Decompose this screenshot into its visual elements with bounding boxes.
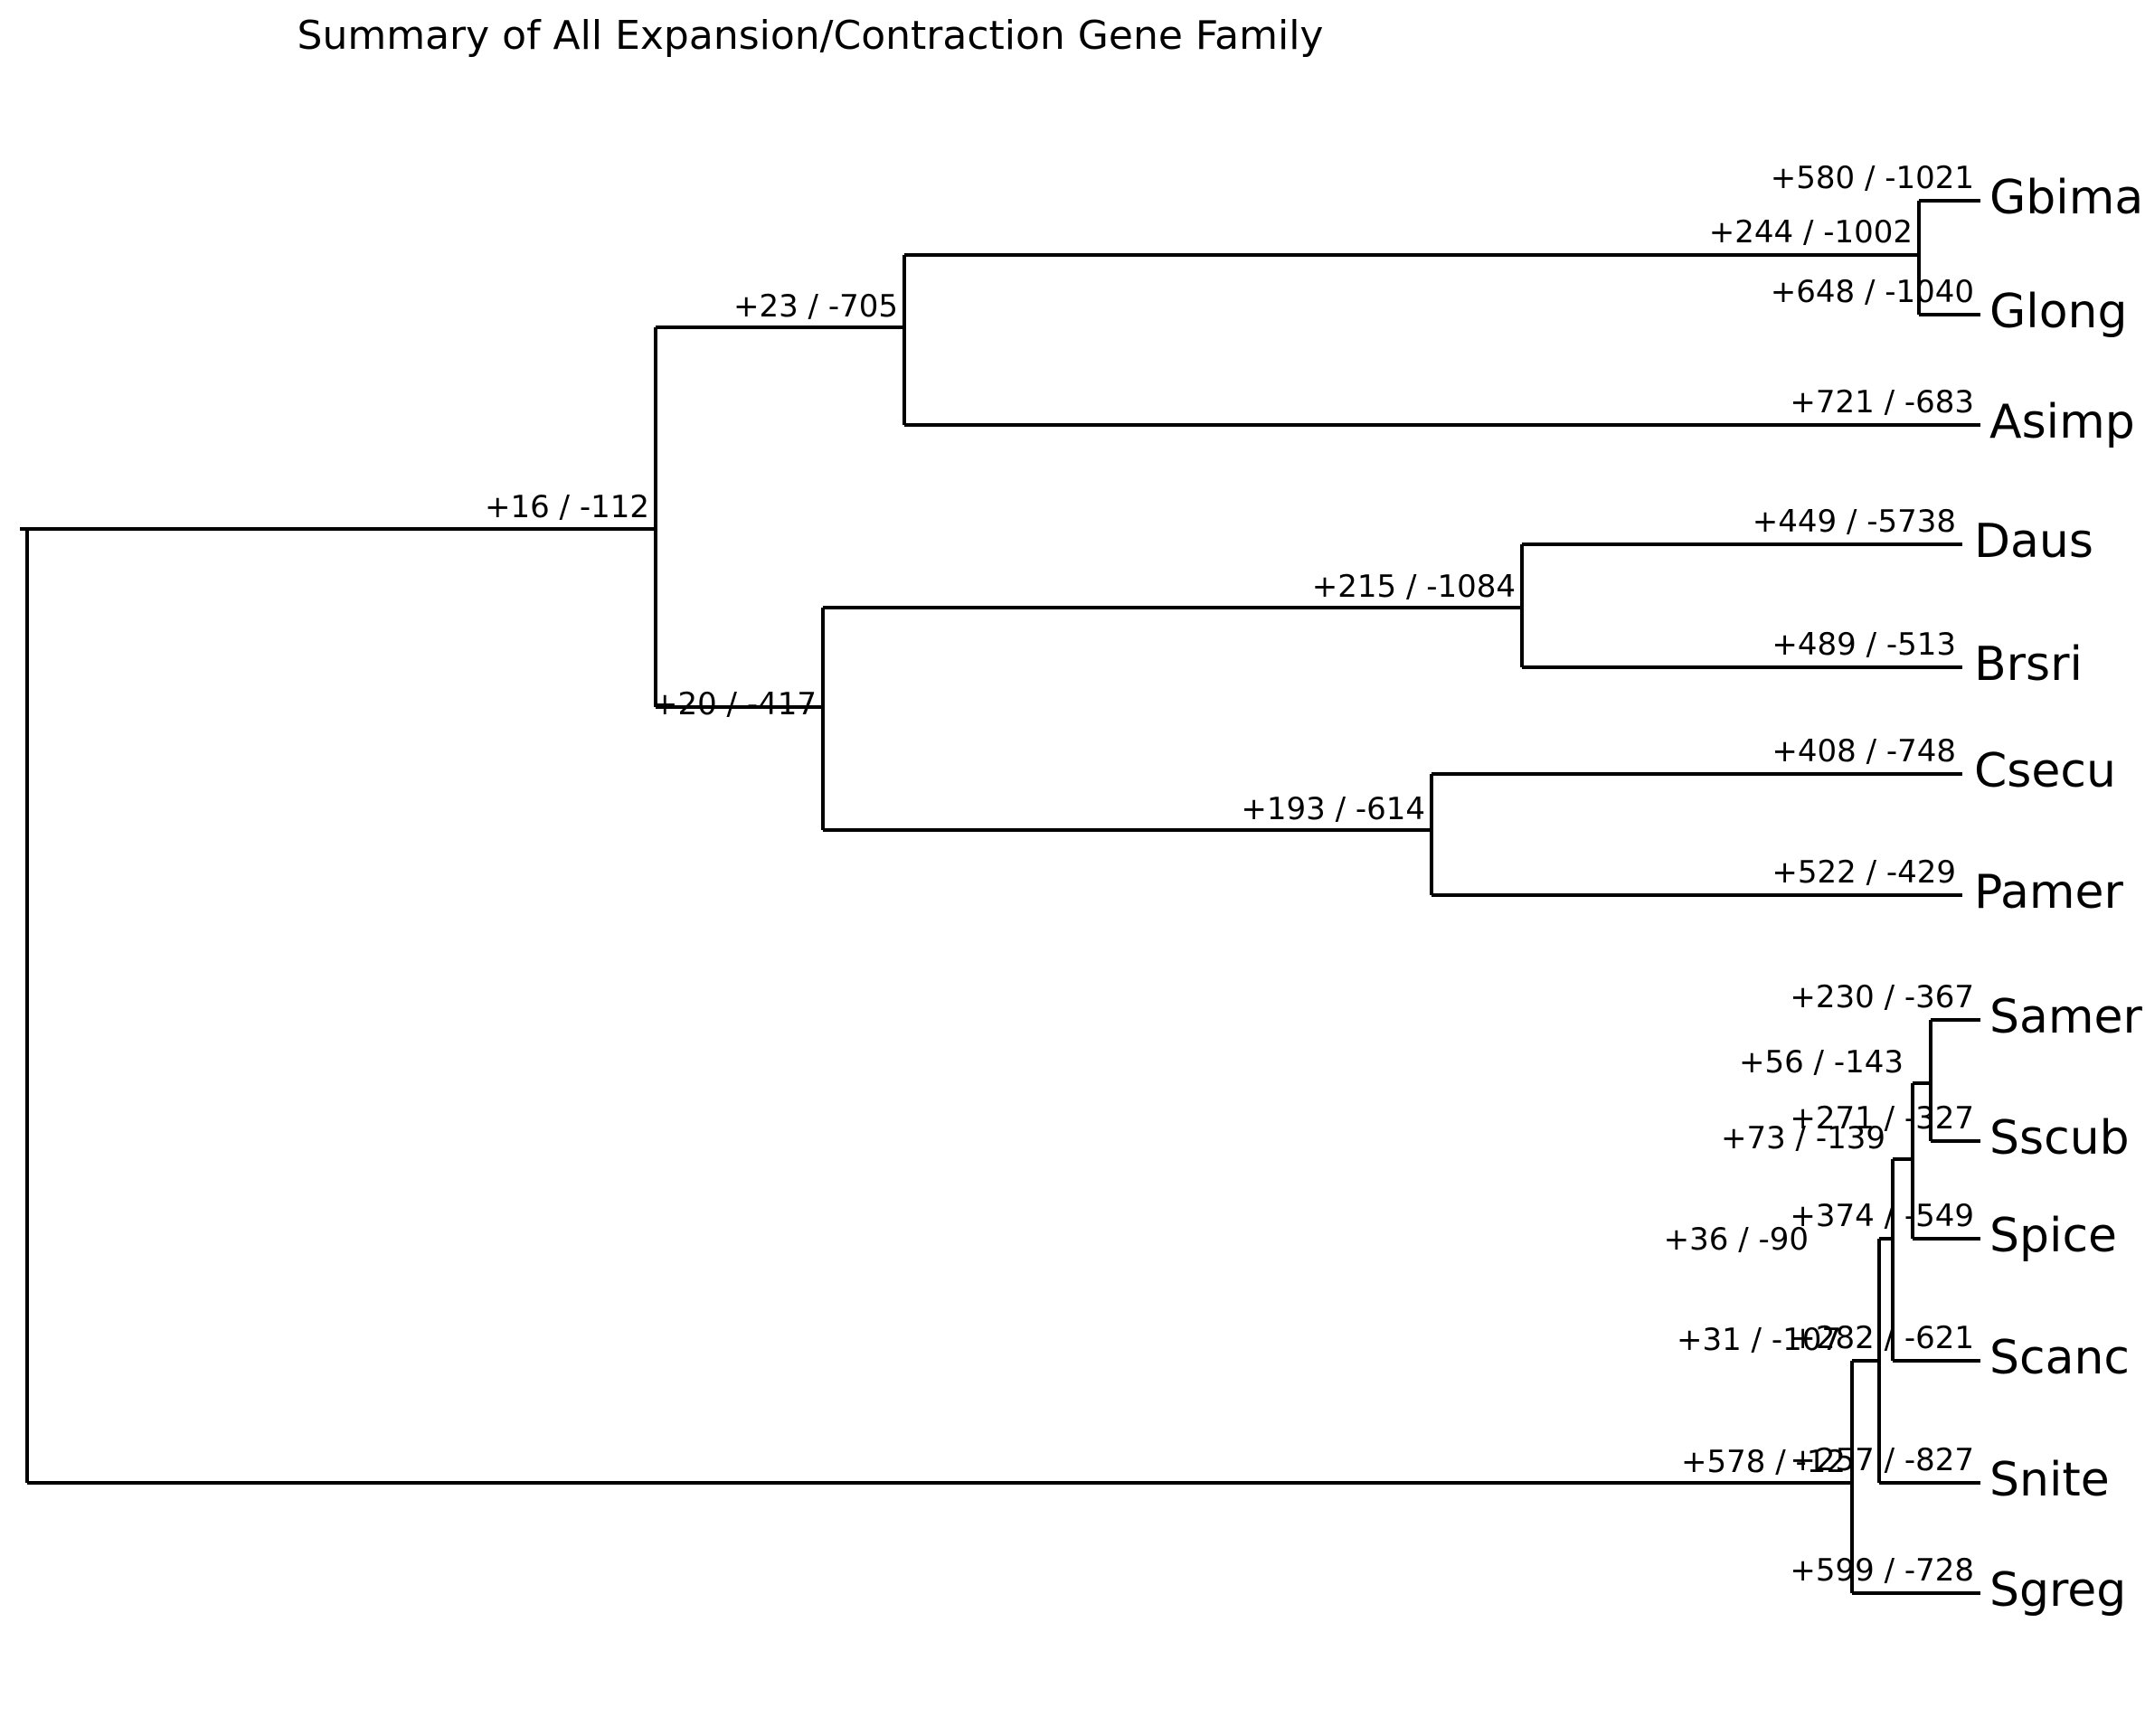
branch-label-n-ss-spice: +73 / -139 [1721,1120,1885,1156]
branch-label-leaf-csecu: +408 / -748 [1772,733,1956,769]
taxon-label-asimp: Asimp [1989,395,2135,449]
page-title: Summary of All Expansion/Contraction Gen… [297,13,1324,59]
taxon-label-sscub: Sscub [1989,1111,2130,1165]
taxon-label-glong: Glong [1989,285,2128,339]
taxon-label-snite: Snite [1989,1453,2110,1507]
branch-label-n-ssp-scanc: +36 / -90 [1664,1222,1809,1258]
branch-label-leaf-sgreg: +599 / -728 [1790,1552,1974,1589]
branch-label-leaf-pamer: +522 / -429 [1772,854,1956,891]
branch-label-leaf-asimp: +721 / -683 [1790,384,1974,420]
taxon-label-spice: Spice [1989,1209,2117,1263]
branch-label-n-gbima-glong: +244 / -1002 [1709,214,1913,250]
branch-label-leaf-sscub: +271 / -327 [1790,1100,1974,1137]
branch-label-n-upper: +16 / -112 [485,489,649,525]
branch-label-n-lower: +578 / -12 [1681,1444,1846,1480]
taxon-label-csecu: Csecu [1974,744,2116,798]
branch-label-n-csecu-pamer: +193 / -614 [1241,791,1425,827]
branch-label-leaf-brsri: +489 / -513 [1772,627,1956,663]
branch-label-n-daus-brsri: +215 / -1084 [1312,569,1516,605]
taxon-label-samer: Samer [1989,990,2143,1044]
taxon-label-daus: Daus [1974,514,2093,569]
branch-label-leaf-glong: +648 / -1040 [1771,274,1974,310]
branch-label-leaf-samer: +230 / -367 [1790,979,1974,1015]
taxon-label-brsri: Brsri [1974,637,2083,692]
branch-label-leaf-scanc: +282 / -621 [1790,1320,1974,1356]
branch-label-n-gg-asimp: +23 / -705 [733,288,898,325]
branch-label-n-samer-sscub: +56 / -143 [1739,1044,1904,1080]
taxon-label-sgreg: Sgreg [1989,1563,2126,1618]
branch-label-n-sspc-snite: +31 / -107 [1677,1322,1841,1358]
branch-label-n-db-cp: +20 / -417 [652,686,817,722]
taxon-label-gbima: Gbima [1989,171,2143,225]
branch-label-leaf-snite: +257 / -827 [1790,1442,1974,1478]
branch-label-leaf-daus: +449 / -5738 [1753,504,1956,540]
taxon-label-scanc: Scanc [1989,1331,2130,1385]
branch-label-leaf-gbima: +580 / -1021 [1771,160,1974,196]
taxon-label-pamer: Pamer [1974,865,2124,920]
branch-label-leaf-spice: +374 / -549 [1790,1198,1974,1234]
